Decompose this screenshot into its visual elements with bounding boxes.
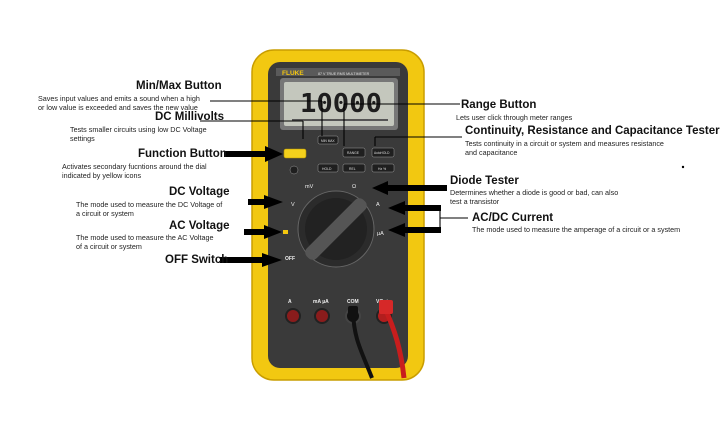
rotary-dial-knob [305, 198, 367, 260]
button-text-hold: HOLD [322, 167, 332, 171]
meter-button-autohold [371, 147, 395, 158]
label-acdc-desc: The mode used to measure the amperage of… [472, 225, 681, 234]
label-diode-desc: Determines whether a diode is good or ba… [450, 188, 619, 206]
button-text-autohold: AutoHOLD [374, 151, 390, 155]
ac-voltage-yellow-icon [283, 230, 288, 234]
brand-text: FLUKE [282, 70, 304, 77]
dial-mark-mv: mV [305, 184, 314, 190]
label-continuity-desc: Tests continuity in a circuit or system … [465, 139, 664, 157]
meter-button-hz [371, 163, 395, 173]
button-text-range: RANGE [347, 151, 360, 155]
dial-mark-ohm: Ω [352, 184, 356, 190]
dial-mark-ua: µA [377, 231, 384, 237]
label-minmax-desc: Saves input values and emits a sound whe… [38, 94, 200, 112]
black-lead-plug [348, 306, 358, 318]
label-acv-title: AC Voltage [169, 220, 230, 232]
label-range-title: Range Button [461, 99, 537, 111]
label-diode-title: Diode Tester [450, 175, 519, 187]
button-text-rel: REL [349, 167, 356, 171]
jack-label-com: COM [347, 299, 359, 305]
jack-label-ma: mA µA [313, 299, 329, 305]
black-test-lead [351, 311, 374, 379]
dial-mark-off: OFF [285, 256, 295, 262]
jack-label-a: A [288, 299, 292, 305]
dial-mark-a: A [376, 202, 380, 208]
meter-button-rel [342, 163, 366, 173]
label-minmax-title: Min/Max Button [136, 80, 222, 92]
label-function-title: Function Button [138, 148, 227, 160]
annotation-arrows [220, 146, 447, 267]
model-text: 87 V TRUE RMS MULTIMETER [318, 72, 370, 76]
red-lead-plug [379, 300, 393, 314]
label-off-title: OFF Switch [165, 254, 229, 266]
dial-mark-v: V [291, 202, 295, 208]
annotation-lines [200, 100, 468, 230]
arrow-function [224, 146, 283, 162]
arrow-acdc-upper [388, 201, 441, 215]
lcd-bargraph [292, 119, 388, 121]
arrow-diode [372, 181, 447, 195]
backlight-button [289, 165, 299, 175]
label-continuity-title: Continuity, Resistance and Capacitance T… [465, 125, 720, 137]
label-function-desc: Activates secondary fucntions around the… [62, 162, 207, 180]
label-dcv-desc: The mode used to measure the DC Voltage … [76, 200, 223, 218]
stray-dot [681, 165, 685, 169]
label-dcv-title: DC Voltage [169, 186, 230, 198]
arrow-acdc-lower [388, 223, 441, 237]
label-mv-title: DC Millivolts [155, 111, 225, 123]
label-range-desc: Lets user click through meter ranges [456, 113, 573, 122]
button-text-hz: Hz % [378, 167, 386, 171]
lcd-screen [284, 82, 394, 126]
jack-ma [314, 308, 330, 324]
meter-button-hold [317, 163, 339, 173]
meter-button-minmax [317, 135, 339, 145]
arrow-acv [244, 225, 282, 239]
label-acv-desc: The mode used to measure the AC Voltage … [76, 233, 214, 251]
label-acdc-title: AC/DC Current [472, 212, 554, 224]
label-mv-desc: Tests smaller circuits using low DC Volt… [70, 125, 207, 143]
meter-button-range [342, 147, 366, 158]
button-text-minmax: MIN MAX [321, 139, 336, 143]
jack-a [285, 308, 301, 324]
brand-band [276, 68, 400, 76]
arrow-dcv [248, 195, 283, 209]
function-button-yellow [283, 148, 307, 159]
arrow-off [220, 253, 282, 267]
